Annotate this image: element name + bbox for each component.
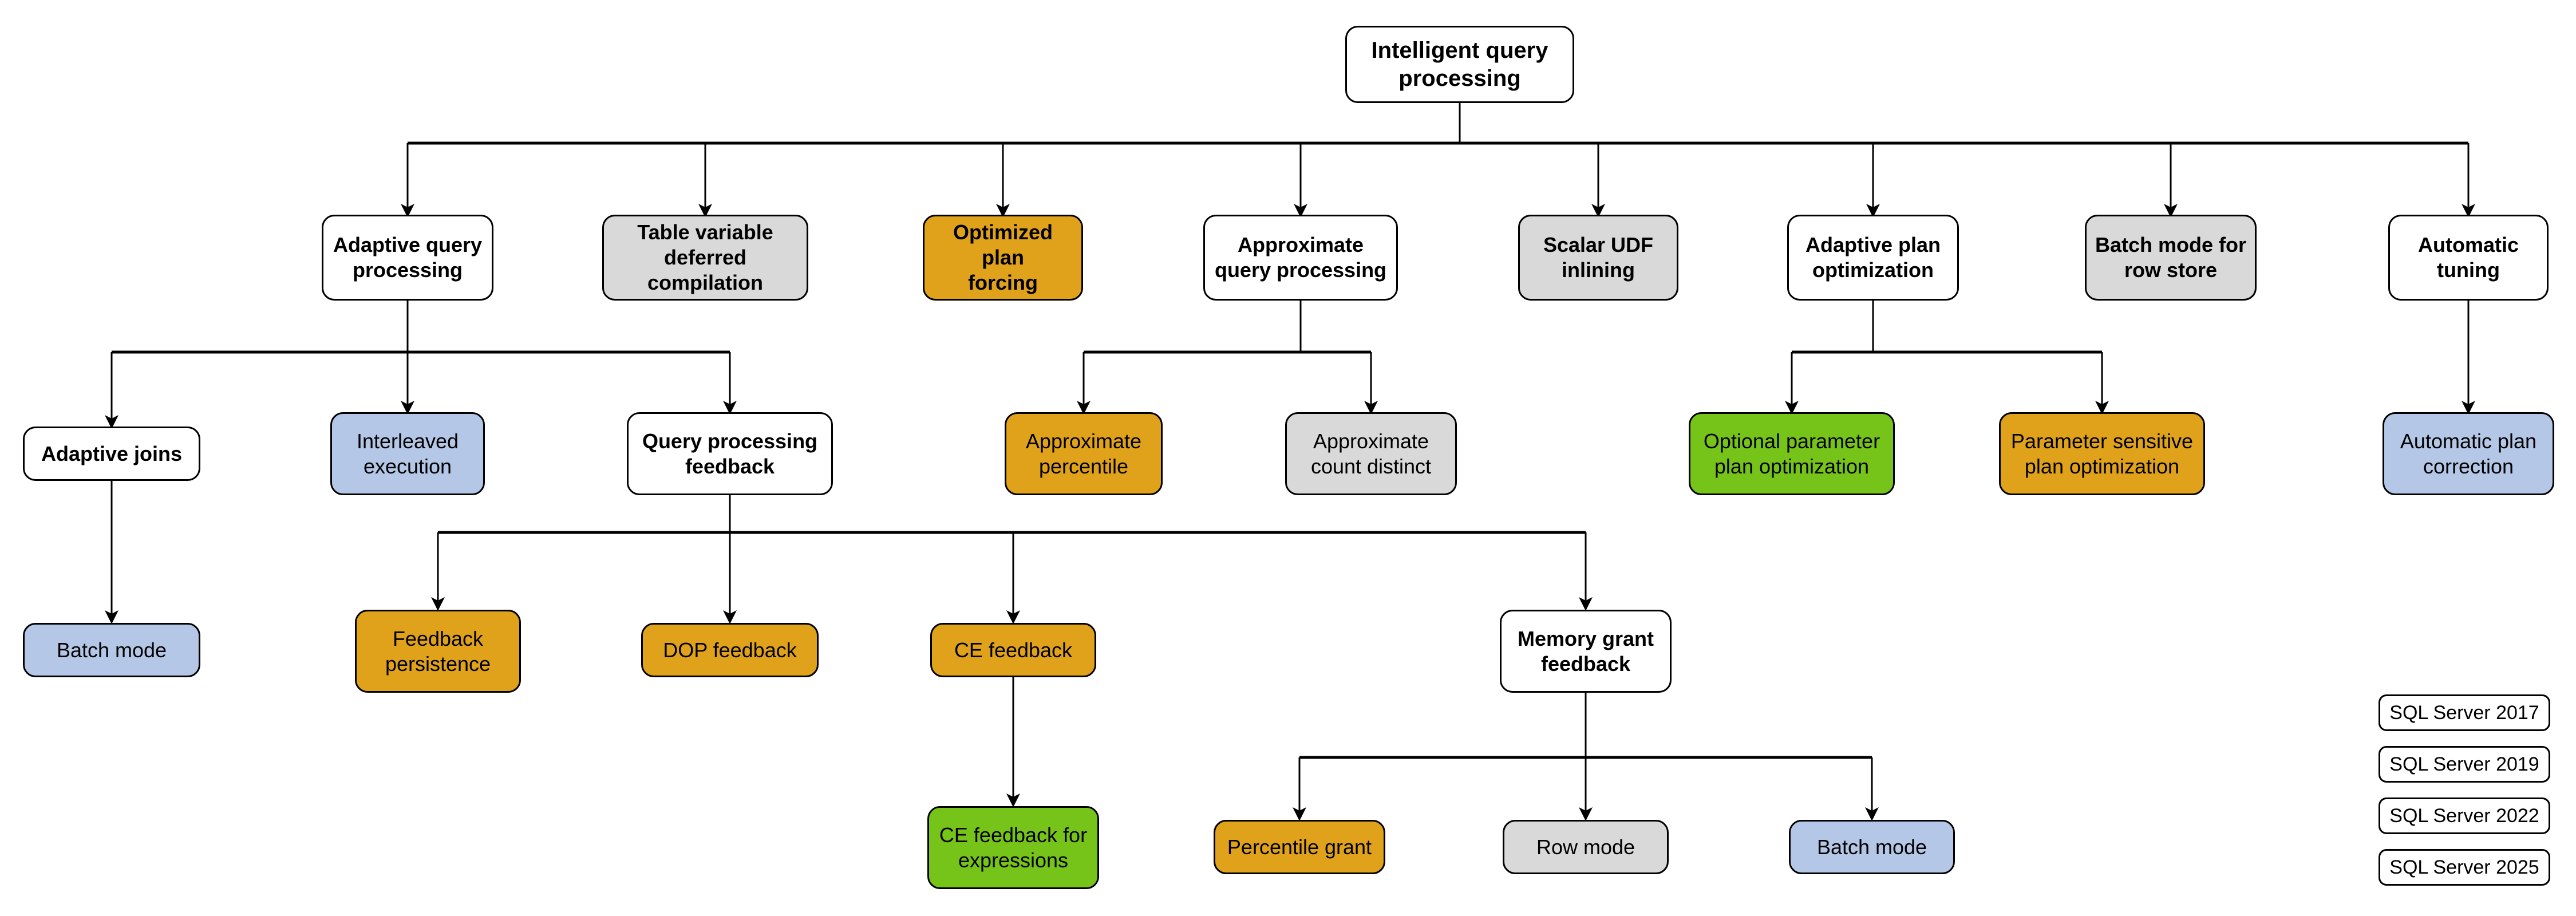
node-row-mode[interactable]: Row mode — [1503, 820, 1669, 874]
node-table-variable-deferred-compilation[interactable]: Table variable deferred compilation — [602, 215, 808, 301]
node-optimized-plan-forcing[interactable]: Optimized plan forcing — [923, 215, 1083, 301]
legend-item-sql-server-2017: SQL Server 2017 — [2379, 694, 2550, 731]
node-memory-grant-feedback[interactable]: Memory grant feedback — [1500, 610, 1672, 693]
node-batch-mode-memory-grant[interactable]: Batch mode — [1789, 820, 1955, 874]
node-adaptive-joins[interactable]: Adaptive joins — [23, 427, 200, 481]
node-adaptive-query-processing[interactable]: Adaptive query processing — [322, 215, 493, 301]
node-ce-feedback[interactable]: CE feedback — [930, 623, 1096, 677]
node-interleaved-execution[interactable]: Interleaved execution — [330, 412, 485, 495]
node-feedback-persistence[interactable]: Feedback persistence — [355, 610, 521, 693]
node-batch-mode-for-row-store[interactable]: Batch mode for row store — [2085, 215, 2257, 301]
node-batch-mode-adaptive-joins[interactable]: Batch mode — [23, 623, 200, 677]
node-approximate-count-distinct[interactable]: Approximate count distinct — [1285, 412, 1457, 495]
node-percentile-grant[interactable]: Percentile grant — [1214, 820, 1385, 874]
legend-item-sql-server-2025: SQL Server 2025 — [2379, 849, 2550, 886]
node-automatic-tuning[interactable]: Automatic tuning — [2388, 215, 2549, 301]
legend-item-sql-server-2022: SQL Server 2022 — [2379, 797, 2550, 834]
node-optional-parameter-plan-optimization[interactable]: Optional parameter plan optimization — [1689, 412, 1895, 495]
node-ce-feedback-for-expressions[interactable]: CE feedback for expressions — [927, 806, 1099, 889]
node-intelligent-query-processing[interactable]: Intelligent query processing — [1345, 26, 1574, 103]
legend-item-sql-server-2019: SQL Server 2019 — [2379, 746, 2550, 783]
node-parameter-sensitive-plan-optimization[interactable]: Parameter sensitive plan optimization — [1999, 412, 2205, 495]
node-dop-feedback[interactable]: DOP feedback — [641, 623, 819, 677]
node-automatic-plan-correction[interactable]: Automatic plan correction — [2383, 412, 2554, 495]
node-scalar-udf-inlining[interactable]: Scalar UDF inlining — [1518, 215, 1678, 301]
node-approximate-percentile[interactable]: Approximate percentile — [1005, 412, 1163, 495]
node-approximate-query-processing[interactable]: Approximate query processing — [1203, 215, 1398, 301]
node-query-processing-feedback[interactable]: Query processing feedback — [627, 412, 833, 495]
node-adaptive-plan-optimization[interactable]: Adaptive plan optimization — [1787, 215, 1959, 301]
